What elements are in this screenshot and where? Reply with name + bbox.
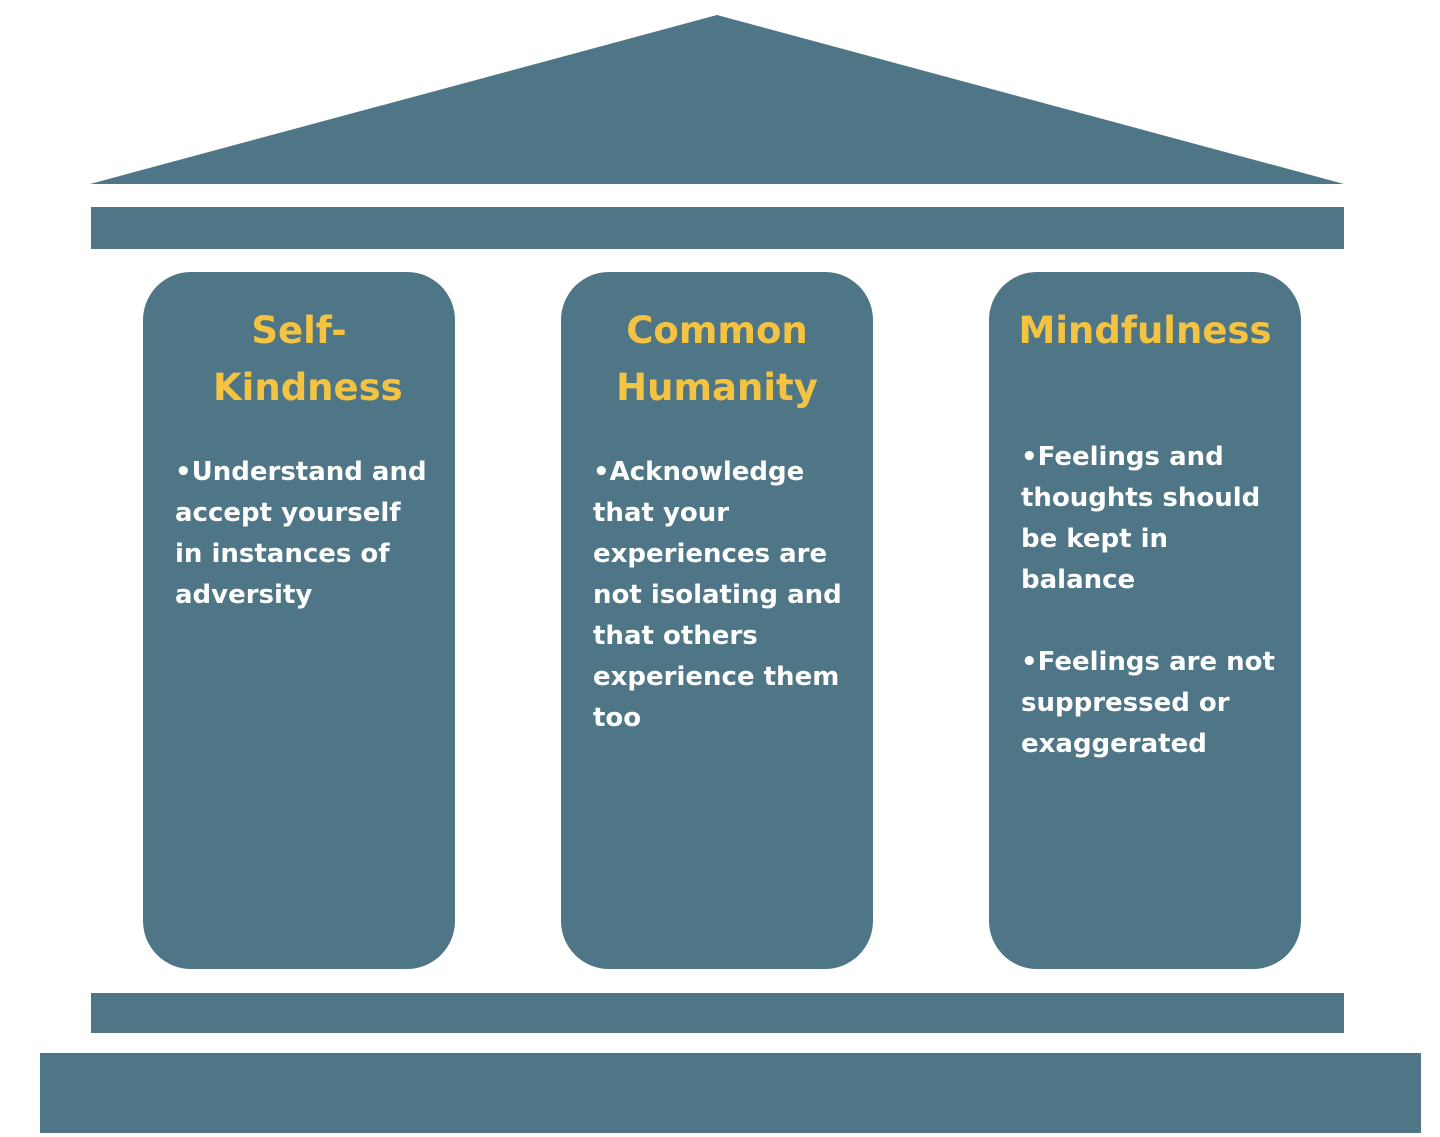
- pillar-title-text: Self- Kindness: [213, 309, 403, 409]
- pillar-bullet-list: Understand and accept yourself in instan…: [175, 411, 435, 657]
- pillar-bullet: Feelings and thoughts should be kept in …: [1021, 437, 1281, 601]
- pillar-bullet: Understand and accept yourself in instan…: [175, 452, 435, 616]
- pillar-common-humanity: Common Humanity Acknowledge that your ex…: [561, 272, 873, 969]
- pillar-title-text: Common Humanity: [616, 309, 818, 409]
- roof-triangle: [90, 15, 1344, 184]
- temple-stylobate: [91, 993, 1344, 1033]
- temple-architrave: [91, 207, 1344, 249]
- pillar-title-text: Mindfulness: [1018, 309, 1272, 352]
- pillar-mindfulness: Mindfulness Feelings and thoughts should…: [989, 272, 1301, 969]
- pillar-bullet-list: Acknowledge that your experiences are no…: [593, 411, 853, 780]
- pillar-title: Common Humanity: [561, 302, 873, 416]
- pillar-self-kindness: Self- Kindness Understand and accept you…: [143, 272, 455, 969]
- pillar-bullet: Feelings are not suppressed or exaggerat…: [1021, 642, 1281, 765]
- pillar-bullet: Acknowledge that your experiences are no…: [593, 452, 853, 739]
- pillar-title: Mindfulness: [989, 302, 1301, 359]
- pillar-bullet-list: Feelings and thoughts should be kept in …: [1021, 396, 1281, 806]
- temple-base: [40, 1053, 1421, 1133]
- pillar-title: Self- Kindness: [143, 302, 455, 416]
- temple-roof: [90, 15, 1344, 184]
